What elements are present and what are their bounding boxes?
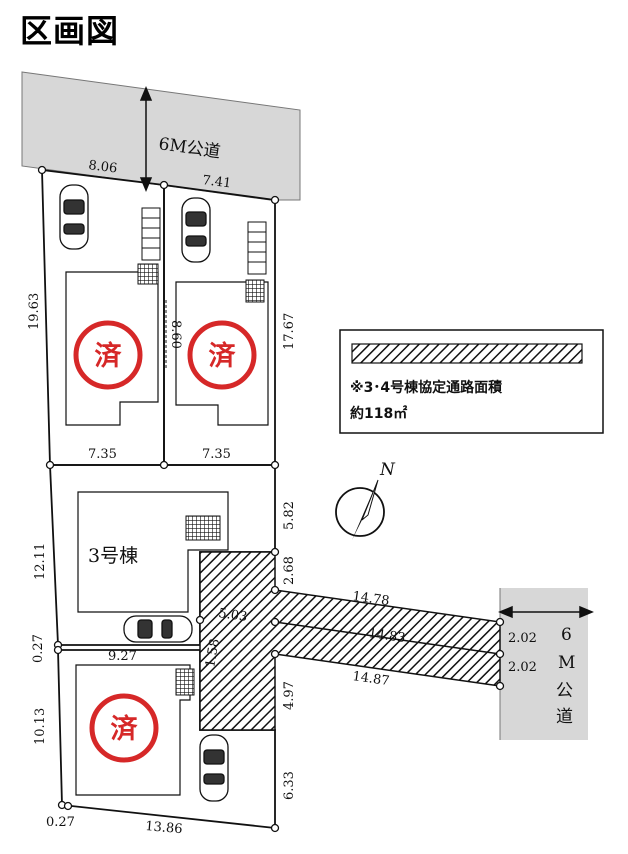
dim-5-82: 5.82: [282, 501, 297, 530]
dim-13-86: 13.86: [145, 819, 183, 837]
north-compass-icon: N: [335, 460, 396, 540]
east-road-label-mid: M: [558, 653, 575, 673]
stairs: [141, 207, 267, 275]
dim-8-06: 8.06: [88, 158, 119, 176]
dim-0-27-b: 0.27: [46, 815, 75, 830]
sold-badge-text: 済: [95, 340, 123, 372]
dim-8-60: 8.60: [168, 320, 183, 349]
dim-10-13: 10.13: [33, 708, 48, 745]
legend-line-2: 約118㎡: [350, 405, 407, 422]
dim-9-27: 9.27: [108, 649, 137, 664]
sold-badge: 済: [73, 320, 143, 390]
boundary-markers: [37, 165, 505, 833]
car-icon: [181, 197, 211, 263]
ac-units: [137, 263, 265, 696]
sold-badge: 済: [187, 320, 257, 390]
dim-7-41: 7.41: [202, 173, 233, 191]
east-road-label-top: 6: [561, 625, 572, 645]
dim-5-03: 5.03: [217, 606, 248, 625]
dim-14-78: 14.78: [351, 589, 390, 609]
car-icon: [199, 734, 229, 802]
dim-2-02-b: 2.02: [508, 660, 537, 675]
dim-2-02-a: 2.02: [508, 631, 537, 646]
dim-7-35-b: 7.35: [202, 447, 231, 462]
dimension-labels: 8.06 7.41 19.63 8.60 17.67 7.35 7.35 12.…: [27, 158, 537, 837]
east-road-label-bottom-1: 公: [556, 681, 573, 701]
house3-label: 3号棟: [88, 545, 138, 567]
sold-badge-text: 済: [111, 713, 139, 745]
dim-0-27-a: 0.27: [31, 634, 46, 663]
dim-12-11: 12.11: [33, 543, 48, 580]
dim-2-68: 2.68: [282, 556, 297, 585]
north-road: [21, 71, 301, 201]
road-width-arrows: [139, 86, 594, 619]
dim-6-33: 6.33: [282, 771, 297, 800]
sold-badge-text: 済: [209, 340, 237, 372]
sold-badge: 済: [89, 693, 159, 763]
dim-4-97: 4.97: [282, 681, 297, 710]
compass-north-label: N: [379, 460, 396, 480]
east-road: [499, 588, 588, 740]
shared-access-road: [199, 551, 501, 731]
legend-hatch-swatch: [351, 343, 583, 364]
dim-7-35-a: 7.35: [88, 447, 117, 462]
car-icons: [59, 184, 229, 802]
dim-19-63: 19.63: [27, 293, 42, 330]
dim-14-87: 14.87: [351, 669, 390, 689]
legend-box: ※3･4号棟協定通路面積 約118㎡: [339, 329, 604, 434]
car-icon: [123, 615, 193, 643]
legend-line-1: ※3･4号棟協定通路面積: [350, 379, 503, 396]
page-title: 区画図: [20, 12, 120, 50]
dim-1-58: 1.58: [203, 638, 223, 669]
dim-14-83: 14.83: [367, 626, 406, 646]
east-road-label-bottom-2: 道: [556, 707, 573, 727]
dim-17-67: 17.67: [282, 313, 297, 350]
car-icon: [59, 184, 89, 250]
